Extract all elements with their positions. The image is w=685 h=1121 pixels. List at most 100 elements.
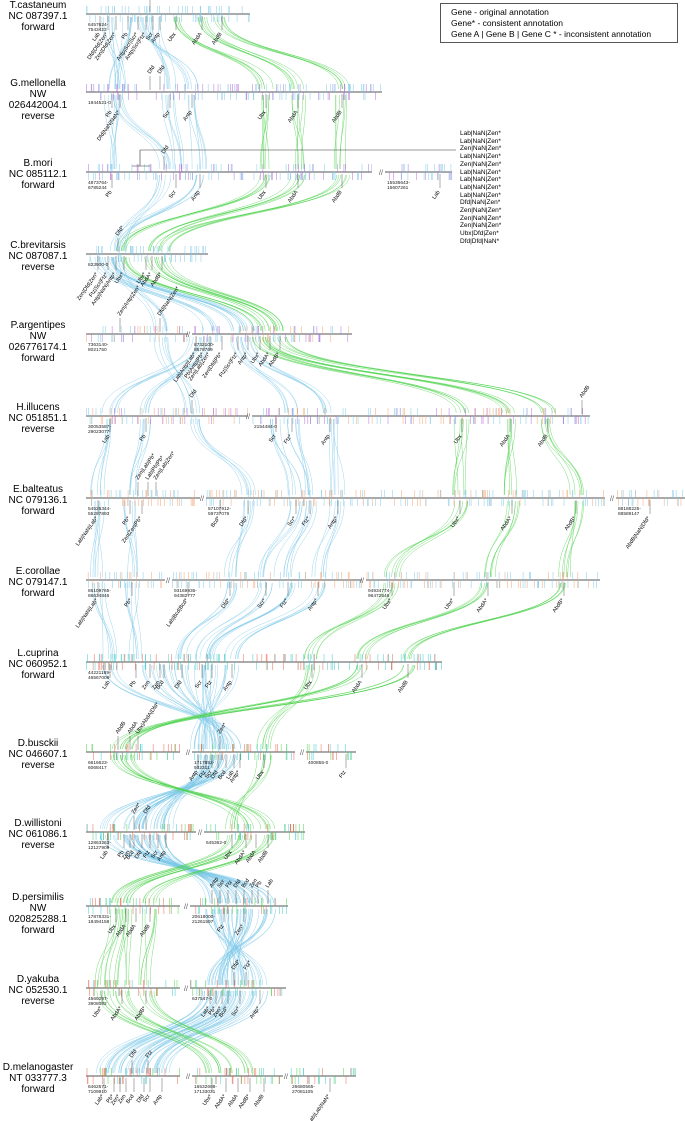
synteny-link bbox=[100, 418, 110, 496]
gene-label: Pb* bbox=[124, 597, 134, 608]
coordinate-start: 44221189- bbox=[88, 670, 111, 676]
axis-break: // bbox=[184, 904, 188, 911]
species-name: T.castaneum bbox=[9, 0, 67, 11]
gene-label: Dfd bbox=[157, 65, 167, 75]
synteny-link bbox=[452, 418, 464, 496]
synteny-link bbox=[228, 500, 250, 578]
synteny-link bbox=[549, 418, 583, 496]
coordinate-start: 1944521-0 bbox=[88, 100, 111, 106]
gene-label: Ftz bbox=[142, 850, 151, 860]
synteny-link bbox=[173, 16, 265, 90]
species-dir: forward bbox=[21, 180, 55, 191]
synteny-link bbox=[272, 418, 296, 496]
synteny-link bbox=[123, 174, 261, 252]
synteny-link bbox=[495, 500, 516, 578]
synteny-link bbox=[298, 418, 306, 496]
synteny-link bbox=[156, 664, 215, 750]
synteny-link bbox=[121, 256, 168, 332]
synteny-link bbox=[236, 500, 245, 578]
synteny-link bbox=[565, 500, 584, 578]
synteny-link bbox=[399, 500, 469, 578]
synteny-link bbox=[114, 834, 239, 904]
coordinate-end: 59737076 bbox=[208, 511, 230, 517]
coordinate-start: 1717852- bbox=[194, 760, 215, 766]
synteny-link bbox=[226, 908, 241, 986]
synteny-link bbox=[204, 664, 215, 750]
synteny-link bbox=[287, 418, 309, 496]
gene-label: Ftz* bbox=[283, 433, 294, 445]
synteny-link bbox=[485, 500, 508, 578]
synteny-link bbox=[138, 16, 198, 90]
synteny-link bbox=[139, 990, 253, 1074]
gene-label: Lab bbox=[99, 850, 109, 861]
gene-label: Ftz bbox=[338, 770, 347, 780]
legend-box: Gene - original annotation Gene* - consi… bbox=[440, 3, 678, 43]
coordinate-end: 6785244 bbox=[88, 185, 107, 191]
synteny-link bbox=[158, 174, 297, 252]
inconsistent-annotation-list: Lab|NaN|Zen*Lab|NaN|Zen*Zen|NaN|Zen*Lab|… bbox=[460, 130, 501, 246]
synteny-link bbox=[224, 908, 250, 986]
synteny-link bbox=[125, 834, 253, 904]
legend-line-original: Gene - original annotation bbox=[451, 7, 549, 17]
side-list-item: Lab|NaN|Zen* bbox=[460, 191, 501, 199]
synteny-link bbox=[124, 664, 368, 750]
coordinate-start: 54525344- bbox=[88, 506, 111, 512]
axis-break: // bbox=[198, 830, 202, 837]
coordinate-end: 7543423 bbox=[88, 27, 107, 33]
gene-label: Zen|Antp|Zen* bbox=[117, 284, 143, 317]
species-track: 7363140-8021750//8732100-8578769Lab|Antp… bbox=[86, 284, 352, 384]
synteny-link bbox=[202, 664, 216, 750]
synteny-link bbox=[233, 754, 272, 830]
synteny-link bbox=[120, 754, 262, 830]
species-dir: forward bbox=[21, 670, 55, 681]
synteny-link bbox=[453, 418, 459, 496]
synteny-link bbox=[117, 336, 190, 414]
synteny-link bbox=[213, 582, 293, 660]
synteny-link bbox=[120, 990, 222, 1074]
synteny-link bbox=[109, 16, 116, 90]
synteny-link bbox=[123, 500, 135, 578]
species-acc: NC 052530.1 bbox=[8, 985, 68, 996]
gene-label: Antp bbox=[188, 770, 199, 783]
synteny-link bbox=[262, 500, 301, 578]
synteny-link bbox=[119, 94, 170, 170]
gene-label: Pb bbox=[117, 850, 126, 859]
side-list-item: Zen|NaN|Zen* bbox=[460, 222, 502, 230]
gene-label: Ubx bbox=[453, 434, 464, 446]
synteny-link bbox=[287, 418, 310, 496]
coordinate-end: 6068417 bbox=[88, 765, 107, 771]
gene-label: Antp bbox=[156, 850, 167, 863]
synteny-link bbox=[111, 94, 121, 170]
species-name: E.corollae bbox=[15, 566, 61, 577]
synteny-link bbox=[558, 500, 577, 578]
synteny-link bbox=[165, 94, 182, 170]
synteny-link bbox=[152, 664, 214, 750]
gene-label: Bcd* bbox=[210, 515, 222, 529]
synteny-link bbox=[294, 94, 304, 170]
synteny-link bbox=[151, 664, 225, 750]
synteny-link bbox=[100, 908, 112, 986]
synteny-link bbox=[153, 990, 254, 1074]
synteny-link bbox=[209, 664, 212, 750]
coordinate-end: 29023077 bbox=[88, 429, 110, 435]
synteny-link bbox=[122, 94, 171, 170]
synteny-link bbox=[197, 664, 216, 750]
synteny-link bbox=[170, 664, 225, 750]
species-name: D.persimilis bbox=[12, 892, 64, 903]
synteny-link bbox=[115, 990, 222, 1074]
coordinate-end: 17133031 bbox=[194, 1089, 216, 1095]
synteny-link bbox=[332, 418, 346, 496]
synteny-link bbox=[157, 16, 166, 90]
synteny-link bbox=[214, 908, 276, 986]
gene-label: Ftz bbox=[225, 879, 234, 889]
coordinate-start: 17878331- bbox=[88, 914, 111, 920]
synteny-link bbox=[186, 582, 238, 660]
gene-label: Ubx bbox=[223, 850, 234, 862]
synteny-link bbox=[120, 990, 233, 1074]
synteny-link bbox=[104, 582, 117, 660]
